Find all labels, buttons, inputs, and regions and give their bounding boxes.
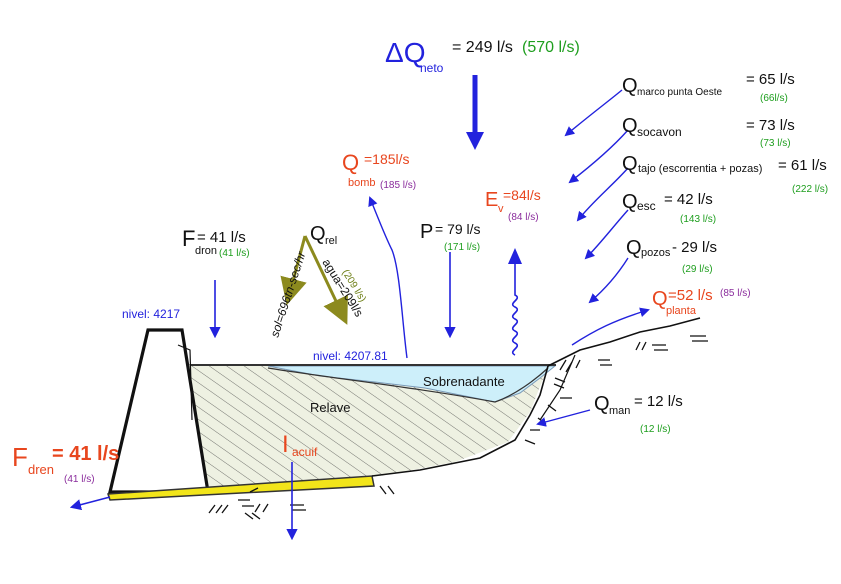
svg-text:(171 l/s): (171 l/s) [444, 242, 480, 253]
svg-text:(185 l/s): (185 l/s) [380, 180, 416, 191]
svg-text:Q: Q [622, 153, 638, 175]
svg-text:F: F [182, 226, 195, 251]
svg-text:Q: Q [310, 223, 326, 245]
svg-text:(84 l/s): (84 l/s) [508, 212, 539, 223]
marco-arrow [564, 89, 623, 137]
svg-text:(570 l/s): (570 l/s) [522, 39, 580, 56]
relave-label: Relave [310, 400, 350, 415]
iacuif-label: I acuif [282, 431, 318, 459]
svg-text:(29 l/s): (29 l/s) [682, 264, 713, 275]
svg-text:planta: planta [666, 305, 697, 317]
svg-text:= 42 l/s: = 42 l/s [664, 191, 713, 208]
svg-text:pozos: pozos [641, 247, 671, 259]
evap-arrow [511, 262, 519, 356]
svg-text:(12 l/s): (12 l/s) [640, 424, 671, 435]
svg-text:= 249 l/s: = 249 l/s [452, 39, 513, 56]
svg-text:(143 l/s): (143 l/s) [680, 214, 716, 225]
man-arrow [536, 409, 591, 427]
dam [107, 328, 210, 494]
svg-text:acuif: acuif [292, 445, 318, 459]
svg-text:= 12 l/s: = 12 l/s [634, 393, 683, 410]
svg-text:Q: Q [594, 393, 610, 415]
nivel-pond-label: nivel: 4207.81 [313, 349, 388, 363]
svg-text:Q: Q [622, 115, 638, 137]
rel-arrow-agua [303, 235, 348, 325]
bomb-arrow [368, 196, 408, 359]
sobrenadante-label: Sobrenadante [423, 374, 505, 389]
ground-right [371, 317, 701, 477]
planta-label: Q planta =52 l/s (85 l/s) [652, 287, 751, 317]
svg-text:marco punta Oeste: marco punta Oeste [637, 87, 722, 98]
svg-text:Q: Q [342, 150, 359, 175]
svg-text:I: I [282, 431, 289, 458]
marco-label: Q marco punta Oeste = 65 l/s (66l/s) [622, 71, 795, 104]
svg-text:tajo (escorrentia + pozas): tajo (escorrentia + pozas) [638, 163, 762, 175]
svg-text:rel: rel [325, 235, 337, 247]
ground-marks [208, 335, 708, 520]
svg-text:=52 l/s: =52 l/s [668, 287, 713, 304]
svg-text:=84l/s: =84l/s [503, 187, 541, 203]
svg-text:= 61 l/s: = 61 l/s [778, 157, 827, 174]
svg-text:dron: dron [195, 245, 217, 257]
esc-label: Q esc = 42 l/s (143 l/s) [622, 191, 716, 225]
svg-text:socavon: socavon [637, 125, 682, 139]
svg-text:v: v [498, 203, 504, 215]
rel-arrow-sol [280, 235, 307, 306]
socavon-label: Q socavon = 73 l/s (73 l/s) [622, 115, 795, 149]
fdren-big-arrow [69, 496, 111, 511]
delta-label: ΔQ neto = 249 l/s (570 l/s) [385, 37, 580, 75]
fdren-top-label: F dron = 41 l/s (41 l/s) [182, 226, 250, 259]
svg-text:E: E [485, 189, 498, 211]
tajo-label: Q tajo (escorrentia + pozas) = 61 l/s (2… [622, 153, 828, 195]
svg-text:Q: Q [622, 191, 638, 213]
svg-text:(66l/s): (66l/s) [760, 93, 788, 104]
pozos-arrow [588, 257, 629, 304]
tajo-arrow [576, 167, 629, 222]
svg-text:(41 l/s): (41 l/s) [219, 248, 250, 259]
svg-text:= 73 l/s: = 73 l/s [746, 117, 795, 134]
svg-text:=185l/s: =185l/s [364, 151, 410, 167]
precip-label: P = 79 l/s (171 l/s) [420, 221, 481, 253]
man-label: Q man = 12 l/s (12 l/s) [594, 393, 683, 435]
svg-text:Q: Q [622, 75, 638, 97]
fdren-big-label: F dren = 41 l/s (41 l/s) [12, 442, 119, 485]
socavon-arrow [568, 129, 629, 184]
esc-arrow [584, 209, 629, 260]
svg-text:sol=696tn-sec/hr: sol=696tn-sec/hr [268, 249, 309, 339]
svg-text:(85 l/s): (85 l/s) [720, 288, 751, 299]
rel-label: Q rel sol=696tn-sec/hr agua=209l/s (209 … [268, 223, 368, 339]
svg-text:Q: Q [652, 288, 668, 310]
svg-text:= 41 l/s: = 41 l/s [197, 229, 246, 246]
svg-text:= 79 l/s: = 79 l/s [435, 221, 481, 237]
svg-text:= 41 l/s: = 41 l/s [52, 443, 119, 465]
svg-text:P: P [420, 221, 433, 243]
svg-text:= 65 l/s: = 65 l/s [746, 71, 795, 88]
pozos-label: Q pozos - 29 l/s (29 l/s) [626, 237, 717, 275]
svg-text:Q: Q [626, 237, 642, 259]
svg-text:ΔQ: ΔQ [385, 37, 425, 68]
svg-text:dren: dren [28, 462, 54, 477]
svg-text:bomb: bomb [348, 177, 376, 189]
planta-arrow [571, 307, 650, 346]
svg-text:(41 l/s): (41 l/s) [64, 474, 95, 485]
svg-text:- 29 l/s: - 29 l/s [672, 239, 717, 256]
bomb-label: Q bomb =185l/s (185 l/s) [342, 150, 416, 191]
svg-text:(222 l/s): (222 l/s) [792, 184, 828, 195]
svg-text:neto: neto [420, 61, 444, 75]
evap-label: E v =84l/s (84 l/s) [485, 187, 541, 223]
svg-text:(73 l/s): (73 l/s) [760, 138, 791, 149]
nivel-dam-label: nivel: 4217 [122, 307, 180, 321]
svg-text:F: F [12, 442, 28, 472]
svg-text:man: man [609, 405, 630, 417]
svg-text:esc: esc [637, 199, 656, 213]
